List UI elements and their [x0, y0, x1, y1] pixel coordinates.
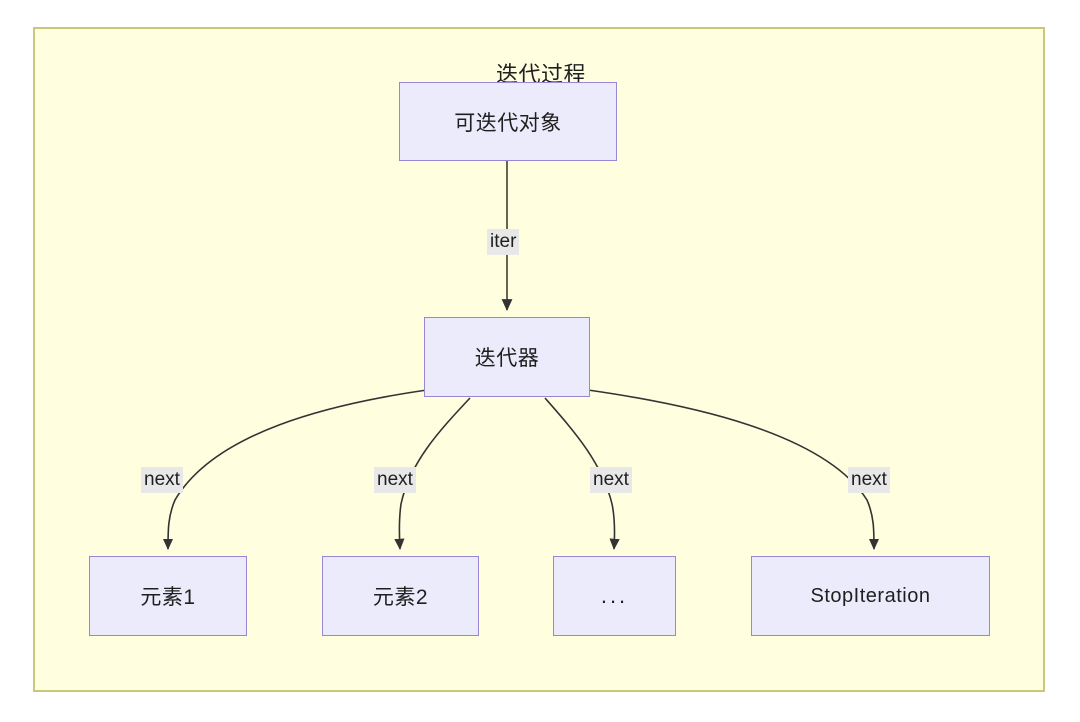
node-stopiteration-label: StopIteration: [810, 584, 931, 607]
edge-label-iter: iter: [487, 229, 520, 255]
node-element-2[interactable]: 元素2: [322, 556, 479, 636]
edge-label-next-4: next: [848, 467, 890, 493]
node-iterator[interactable]: 迭代器: [424, 317, 590, 397]
edge-label-next-3: next: [590, 467, 632, 493]
node-element-2-label: 元素2: [372, 586, 429, 609]
node-iterable-object[interactable]: 可迭代对象: [399, 82, 617, 161]
node-ellipsis[interactable]: ...: [553, 556, 676, 636]
edge-label-next-1: next: [141, 467, 183, 493]
node-iterable-object-label: 可迭代对象: [454, 111, 562, 135]
node-iterator-label: 迭代器: [474, 347, 540, 370]
node-ellipsis-label: ...: [600, 583, 629, 608]
node-element-1[interactable]: 元素1: [89, 556, 247, 636]
node-element-1-label: 元素1: [140, 586, 196, 609]
node-stopiteration[interactable]: StopIteration: [751, 556, 990, 636]
edge-label-next-2: next: [374, 467, 416, 493]
